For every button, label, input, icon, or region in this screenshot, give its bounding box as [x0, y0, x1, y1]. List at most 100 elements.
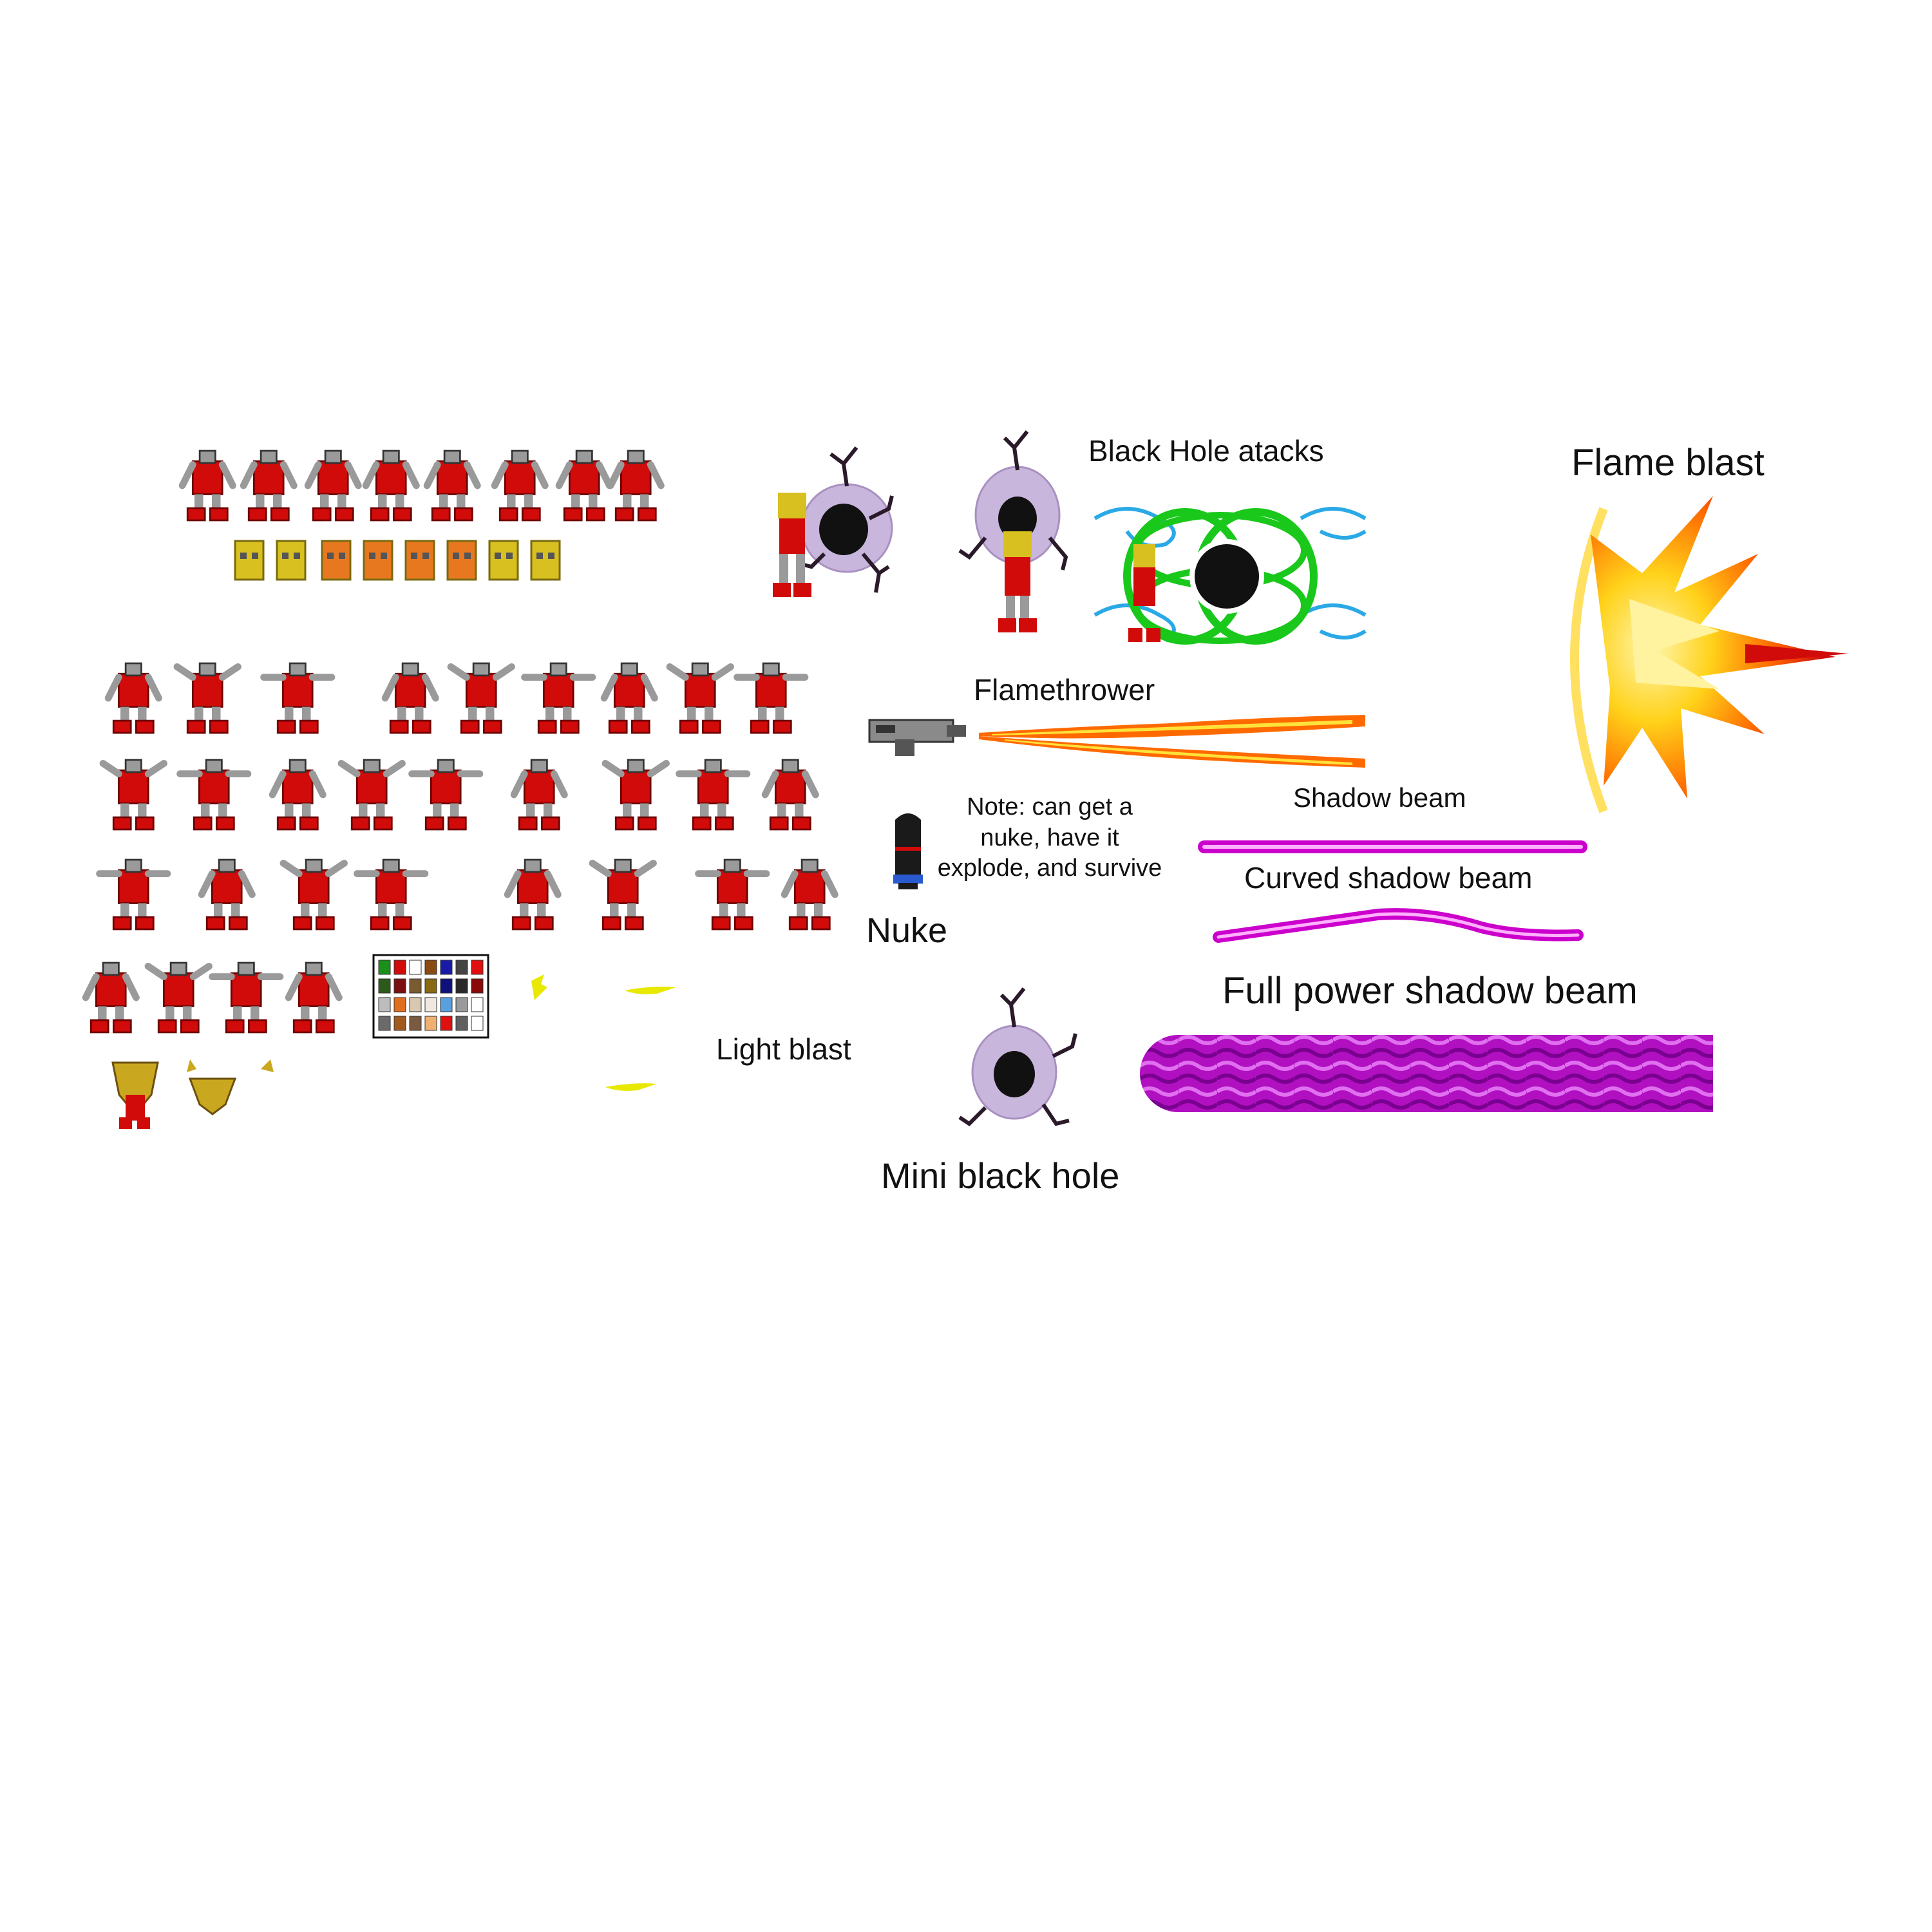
flame-burst [1591, 496, 1835, 799]
mask-eye [252, 553, 258, 559]
robot-sprite [240, 450, 298, 522]
robot-foot [392, 507, 412, 522]
robot-arm [325, 973, 343, 1001]
nuke-base [898, 883, 918, 889]
robot-sprite [337, 759, 406, 831]
robot-arm [781, 870, 799, 898]
mini-black-hole-sprite [958, 987, 1077, 1126]
robot-foot [518, 816, 538, 831]
robot-leg [468, 706, 477, 723]
robot-arm [279, 461, 298, 489]
robot-sprite [695, 858, 770, 931]
robot-leg [120, 903, 129, 919]
mask-eye [453, 553, 459, 559]
robot-foot [315, 916, 335, 931]
robot-leg [433, 803, 442, 819]
black-hole-attacks-label: Black Hole atacks [1088, 434, 1324, 468]
robot-leg [273, 494, 282, 510]
robot-foot [299, 719, 319, 734]
robot-leg [779, 554, 788, 586]
robot-foot [350, 816, 370, 831]
palette-swatch [455, 978, 468, 994]
robot-head [102, 961, 120, 976]
black-hole-core [819, 504, 868, 555]
robot-head [237, 961, 255, 976]
nuke-body [895, 813, 921, 875]
robot-foot [112, 719, 132, 734]
robot-arm [344, 461, 362, 489]
robot-head [472, 662, 490, 677]
robot-leg [301, 903, 310, 919]
robot-sprite [82, 961, 140, 1034]
robot-foot [711, 916, 731, 931]
robot-foot [453, 507, 473, 522]
palette-swatch [424, 978, 437, 994]
nuke-label: Nuke [866, 911, 948, 950]
robot-arm [304, 461, 322, 489]
robot-torso [542, 672, 574, 708]
nuke-note-line-2: nuke, have it [980, 824, 1119, 851]
robot-leg [777, 803, 786, 819]
robot-torso [375, 460, 407, 495]
mask-eye [339, 553, 345, 559]
robot-foot [511, 916, 531, 931]
robot-arm [589, 860, 612, 878]
robot-leg [486, 706, 495, 723]
palette-swatch [440, 997, 453, 1012]
robot-foot [193, 816, 213, 831]
robot-leg [395, 903, 404, 919]
robot-foot [270, 507, 290, 522]
mask-icon [488, 540, 519, 581]
robot-sprite [504, 858, 562, 931]
nuke-sprite [893, 813, 923, 889]
robot-foot [585, 507, 605, 522]
robot-sprite [781, 858, 838, 931]
golden-mask-wing [187, 1059, 196, 1072]
palette-swatch [440, 1016, 453, 1031]
robot-head [260, 450, 278, 464]
robot-sprite [600, 662, 658, 734]
robot-leg [415, 706, 424, 723]
robot-foot [788, 916, 808, 931]
robot-sprite [555, 450, 613, 522]
robot-leg [717, 803, 726, 819]
robot-leg [120, 803, 129, 819]
nuke-base [893, 875, 923, 884]
robot-head [511, 450, 529, 464]
robot-head [289, 759, 307, 773]
robot-foot [540, 816, 560, 831]
black-hole-tendril [1003, 430, 1029, 471]
black-hole-tendril [958, 1106, 987, 1126]
robot-foot [679, 719, 699, 734]
robot-arm [178, 461, 196, 489]
mask-eye [464, 553, 471, 559]
palette-swatch [393, 978, 406, 994]
shadow-beam-sprite [1198, 840, 1587, 853]
robot-arm [447, 663, 470, 681]
flame-stream [1005, 739, 1352, 765]
nuke-note-line-3: explode, and survive [937, 855, 1162, 882]
robot-foot [334, 507, 354, 522]
curved-shadow-beam-sprite [1213, 908, 1584, 943]
black-hole-core [994, 1051, 1035, 1097]
mask-icon [321, 540, 352, 581]
robot-head [218, 858, 236, 873]
robot-foot [614, 816, 634, 831]
robot-foot [247, 1019, 267, 1034]
black-hole-core [1195, 544, 1259, 609]
mask-icon [404, 540, 435, 581]
robot-head [324, 450, 342, 464]
robot-sprite [423, 450, 481, 522]
light-bolt [605, 1083, 657, 1091]
mask-eye [548, 553, 554, 559]
palette-swatch [409, 997, 422, 1012]
palette-swatch [378, 1016, 391, 1031]
robot-sprite [269, 759, 327, 831]
robot-sprite [173, 662, 242, 734]
robot-arm [189, 963, 213, 981]
palette-swatch [440, 978, 453, 994]
robot-leg [571, 494, 580, 510]
robot-sprite [178, 450, 236, 522]
